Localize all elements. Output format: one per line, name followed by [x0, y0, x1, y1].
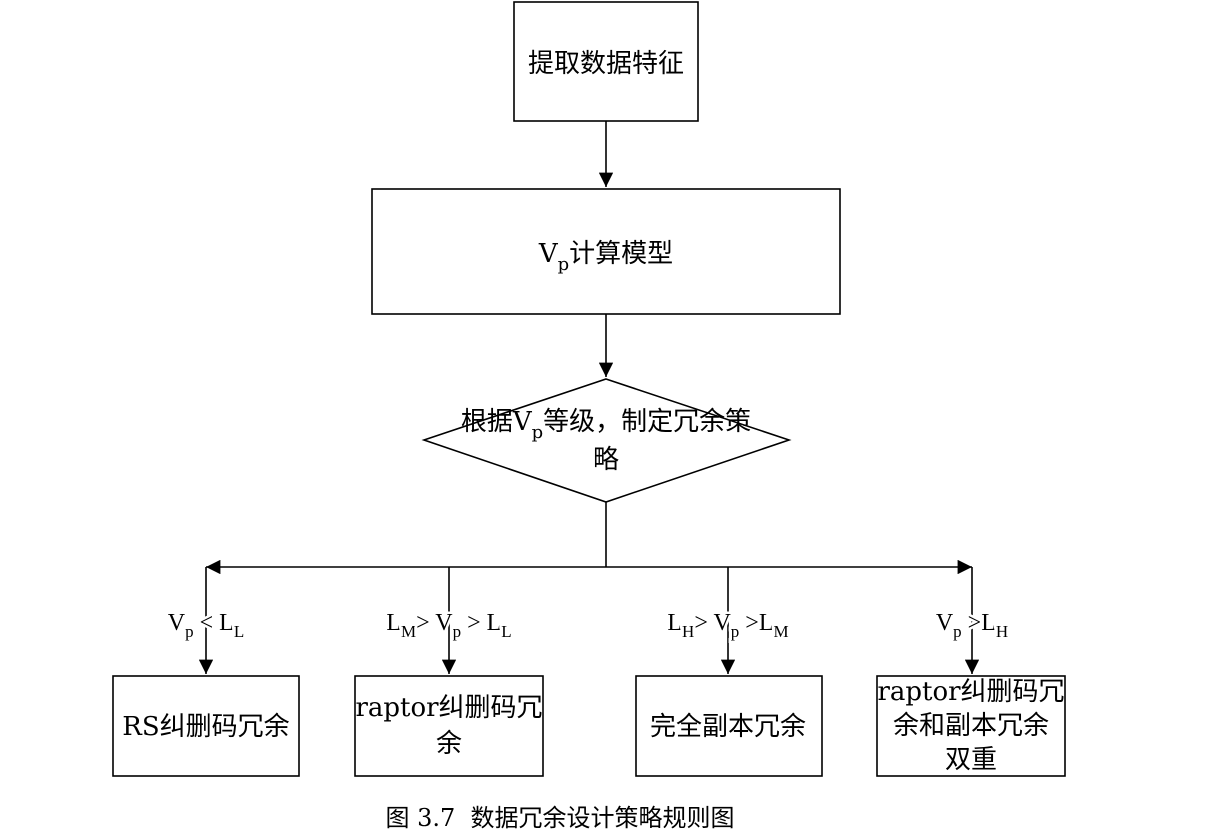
condition-3: LH> Vp >LM: [667, 610, 788, 641]
output-label-dual-line1: raptor纠删码冗: [877, 677, 1064, 707]
output-label-raptor-line1: raptor纠删码冗: [355, 693, 542, 723]
extract-features-label: 提取数据特征: [528, 49, 684, 79]
extract-features-box: [513, 1, 699, 122]
vp-model-box: [371, 188, 841, 315]
condition-2: LM> Vp > LL: [386, 610, 511, 641]
output-label-raptor-line2: 余: [436, 729, 462, 759]
decision-label-line1: 根据Vp等级，制定冗余策: [461, 407, 751, 443]
condition-4: Vp >LH: [936, 610, 1008, 641]
decision-diamond: [421, 378, 792, 503]
output-label-dual-line2: 余和副本冗余: [893, 711, 1049, 741]
output-box-raptor: [354, 675, 544, 777]
figure-caption: 图 3.7 数据冗余设计策略规则图: [385, 804, 734, 832]
output-label-rs: RS纠删码冗余: [122, 712, 289, 742]
output-box-dual: [876, 675, 1066, 777]
output-box-full-replica: [635, 675, 823, 777]
decision-label-line2: 略: [593, 445, 619, 475]
condition-1: Vp < LL: [168, 610, 244, 641]
vp-model-label: Vp计算模型: [538, 239, 673, 275]
output-label-dual-line3: 双重: [945, 745, 997, 775]
output-label-full-replica: 完全副本冗余: [650, 712, 806, 742]
output-box-rs: [112, 675, 300, 777]
